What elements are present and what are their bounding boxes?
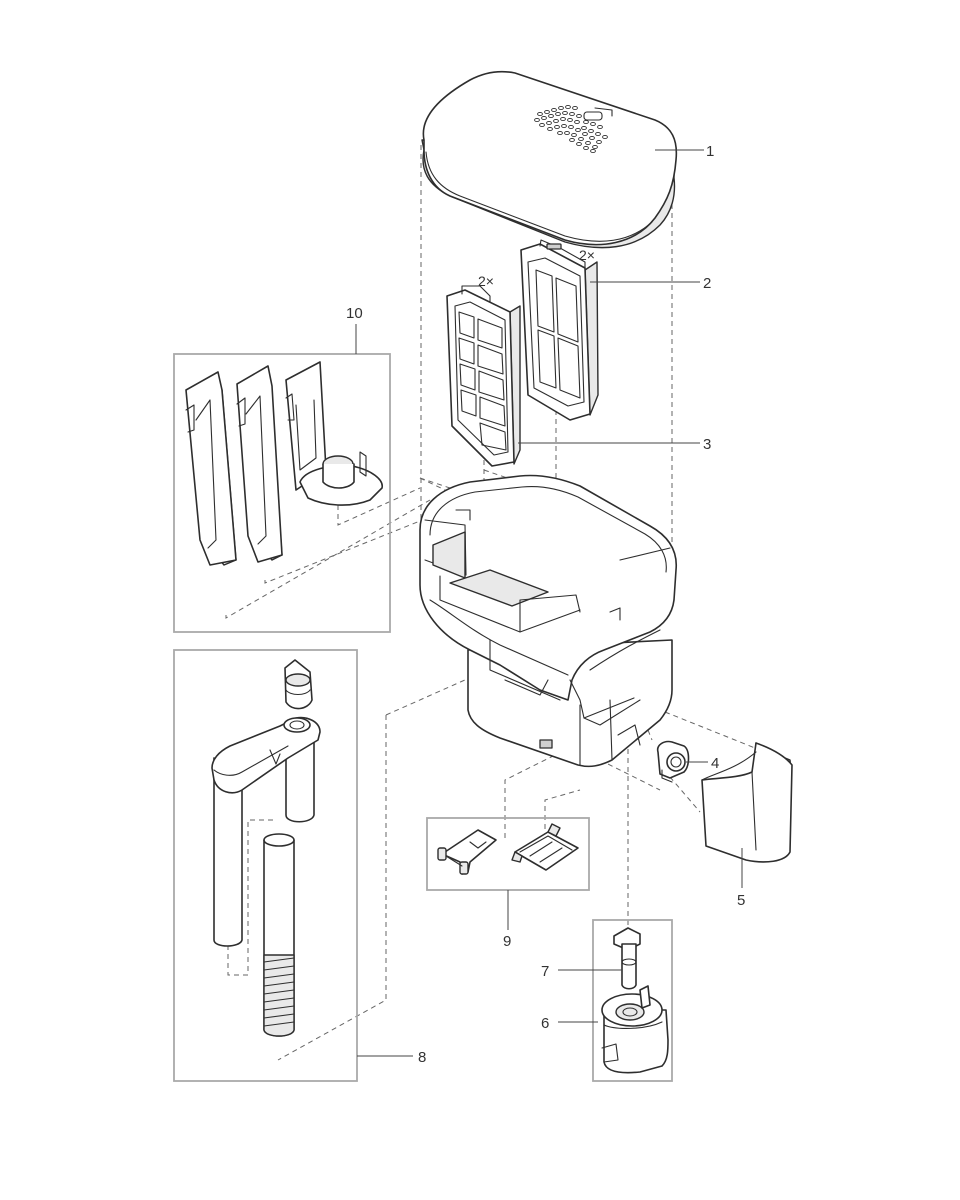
callout-3: 3 (703, 436, 711, 453)
group-frame-8 (173, 649, 358, 1082)
part-10-inserts (185, 361, 383, 566)
quantity-label-part-3: 2× (478, 273, 494, 289)
part-3-filter-cartridge (446, 285, 521, 467)
quantity-label-part-2: 2× (579, 247, 595, 263)
callout-5: 5 (737, 892, 745, 909)
callout-6: 6 (541, 1015, 549, 1032)
part-9-clips (437, 823, 579, 875)
main-housing (419, 474, 677, 768)
part-4-knob (656, 740, 690, 783)
part-2-filter-cartridge (520, 239, 599, 421)
group-frame-6-7 (592, 919, 673, 1082)
lid-vent-holes (534, 104, 608, 154)
part-7-shaft (613, 927, 641, 990)
group-frame-10 (173, 353, 391, 633)
part-8-intake-pipe (211, 659, 321, 1037)
part-6-impeller-housing (601, 985, 669, 1074)
callout-1: 1 (706, 143, 714, 160)
part-1-lid (421, 70, 678, 249)
part-5-cover-sleeve (701, 742, 793, 863)
callout-labels: 1 2 3 4 5 6 7 8 9 10 2× 2× (346, 143, 745, 1066)
callout-8: 8 (418, 1049, 426, 1066)
callout-2: 2 (703, 275, 711, 292)
leader-lines (355, 149, 743, 1057)
callout-10: 10 (346, 305, 363, 322)
callout-4: 4 (711, 755, 719, 772)
callout-7: 7 (541, 963, 549, 980)
callout-9: 9 (503, 933, 511, 950)
